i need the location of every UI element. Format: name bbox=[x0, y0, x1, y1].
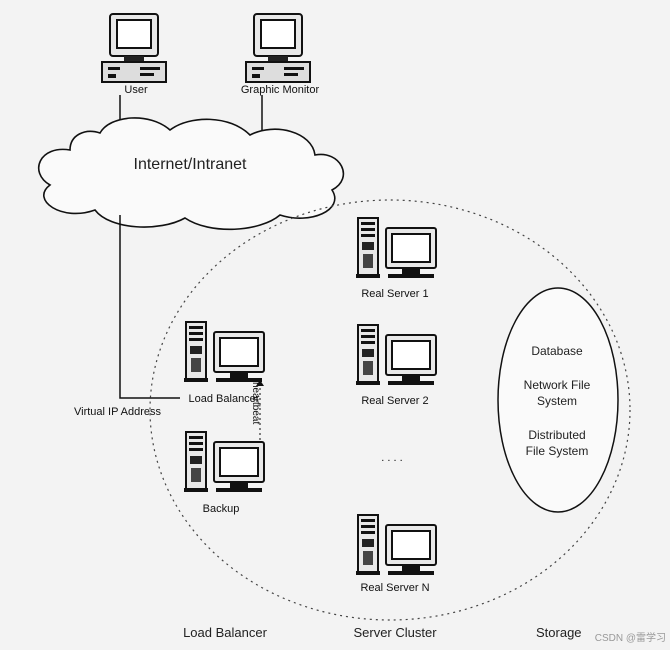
database-label: Database bbox=[531, 344, 583, 358]
graphic-monitor-label: Graphic Monitor bbox=[240, 84, 320, 96]
real-server-n-label: Real Server N bbox=[360, 582, 430, 594]
cluster-boundary bbox=[149, 199, 631, 621]
real-server-2-label: Real Server 2 bbox=[361, 395, 429, 407]
group-label-load-balancer: Load Balancer bbox=[183, 625, 267, 640]
real-server-1-label: Real Server 1 bbox=[361, 288, 429, 300]
dfs-label-line2: File System bbox=[525, 444, 589, 458]
storage-ellipse bbox=[497, 287, 619, 513]
group-label-storage: Storage bbox=[536, 625, 582, 640]
backup-server-icon bbox=[183, 431, 265, 493]
ellipsis-label: . . . . bbox=[381, 452, 403, 464]
user-label: User bbox=[124, 84, 148, 96]
real-server-1-icon bbox=[355, 217, 437, 279]
heartbeat-label: heartbeat bbox=[250, 382, 261, 425]
backup-label: Backup bbox=[202, 503, 240, 515]
dfs-label-line1: Distributed bbox=[528, 428, 586, 442]
group-label-server-cluster: Server Cluster bbox=[353, 625, 437, 640]
graphic-monitor-computer-icon bbox=[245, 13, 311, 83]
nfs-label-line1: Network File bbox=[523, 378, 591, 392]
vip-link bbox=[119, 215, 180, 399]
internet-cloud bbox=[38, 117, 344, 231]
real-server-2-icon bbox=[355, 324, 437, 386]
load-balancer-server-icon bbox=[183, 321, 265, 383]
internet-label: Internet/Intranet bbox=[133, 156, 247, 173]
load-balancer-node-label: Load Balancer bbox=[188, 393, 260, 405]
watermark: CSDN @雷学习 bbox=[594, 633, 666, 644]
virtual-ip-label: Virtual IP Address bbox=[74, 406, 162, 418]
nfs-label-line2: System bbox=[536, 394, 577, 408]
real-server-n-icon bbox=[355, 514, 437, 576]
heartbeat-arrow-top bbox=[256, 380, 264, 386]
user-computer-icon bbox=[101, 13, 167, 83]
